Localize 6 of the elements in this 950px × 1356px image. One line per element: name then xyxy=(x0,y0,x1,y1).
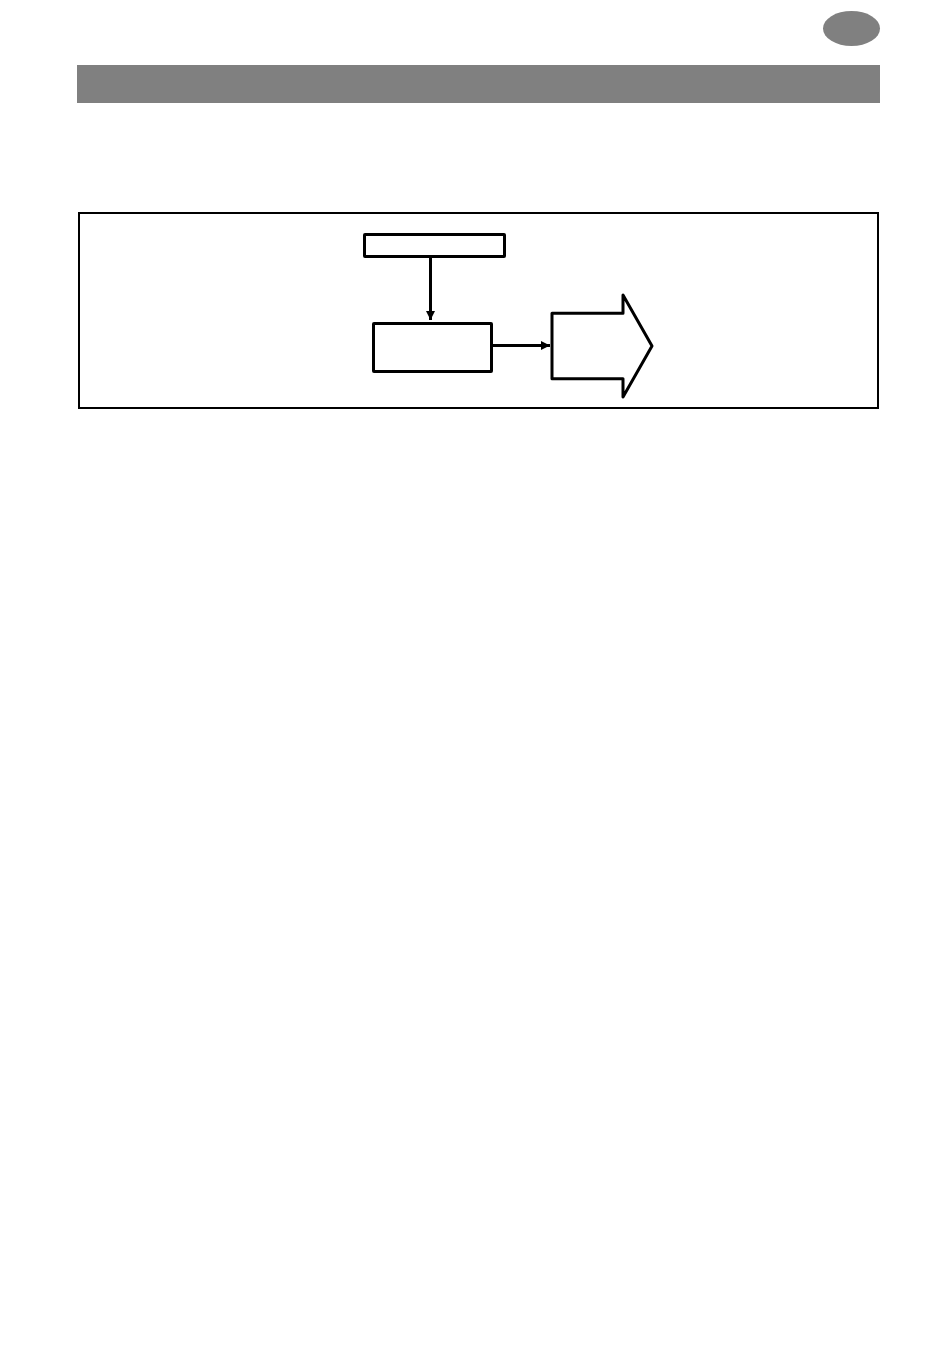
arrow xyxy=(426,256,435,320)
arrow xyxy=(491,341,550,350)
frame-box xyxy=(78,212,879,409)
block-arrow xyxy=(552,295,652,397)
process-box xyxy=(363,233,506,258)
process-box xyxy=(372,322,493,373)
